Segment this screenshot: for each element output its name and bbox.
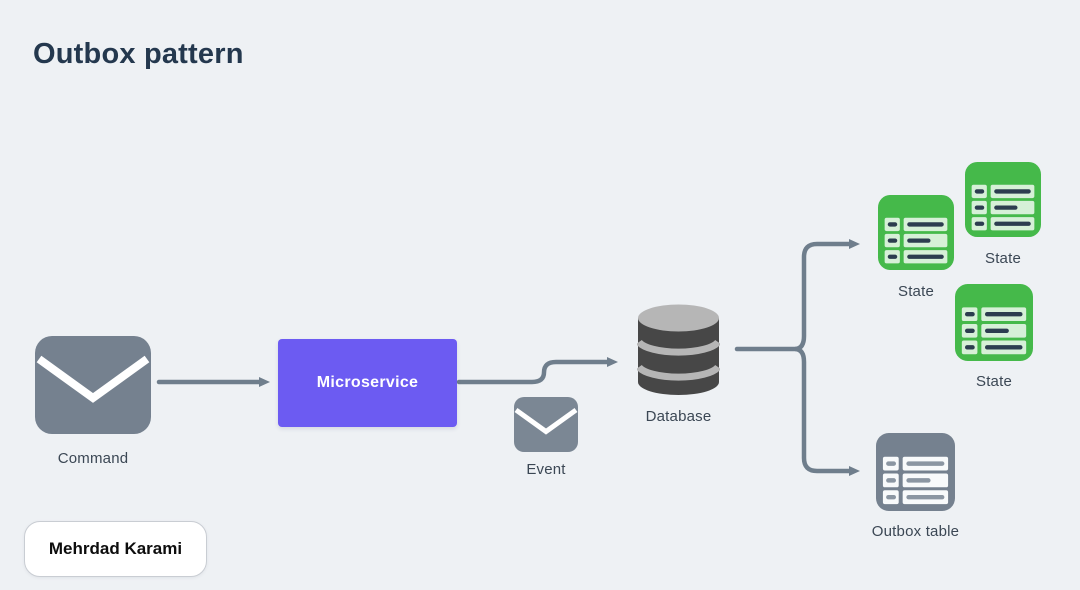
state-label: State [975, 373, 1013, 390]
database-label: Database [645, 408, 712, 425]
arrow-branch-to-state [793, 239, 860, 352]
green-table-icon [878, 194, 954, 271]
arrow-branch-to-outbox-table [793, 346, 860, 476]
command-label: Command [57, 450, 129, 467]
state-table-node: State [955, 283, 1033, 390]
state-label: State [984, 250, 1022, 267]
database-node: Database [636, 304, 721, 425]
microservice-label: Microservice [316, 374, 419, 391]
event-label: Event [526, 461, 566, 478]
state-table-node: State [965, 160, 1041, 267]
arrow-microservice-to-database [456, 357, 618, 385]
state-label: State [897, 283, 935, 300]
database-cylinder-icon [636, 304, 721, 395]
envelope-icon [514, 397, 578, 452]
gray-table-icon [876, 432, 955, 512]
green-table-icon [955, 283, 1033, 362]
author-badge-label: Mehrdad Karami [48, 539, 183, 558]
author-badge: Mehrdad Karami [24, 521, 207, 577]
outbox-table-label: Outbox table [871, 523, 960, 540]
state-table-node: State [878, 193, 954, 300]
outbox-table-node: Outbox table [872, 432, 959, 540]
microservice-node: Microservice [278, 339, 457, 427]
command-node: Command [35, 336, 151, 467]
envelope-icon [35, 336, 151, 434]
page-title: Outbox pattern [33, 38, 244, 70]
event-node: Event [514, 397, 578, 478]
green-table-icon [965, 161, 1041, 238]
